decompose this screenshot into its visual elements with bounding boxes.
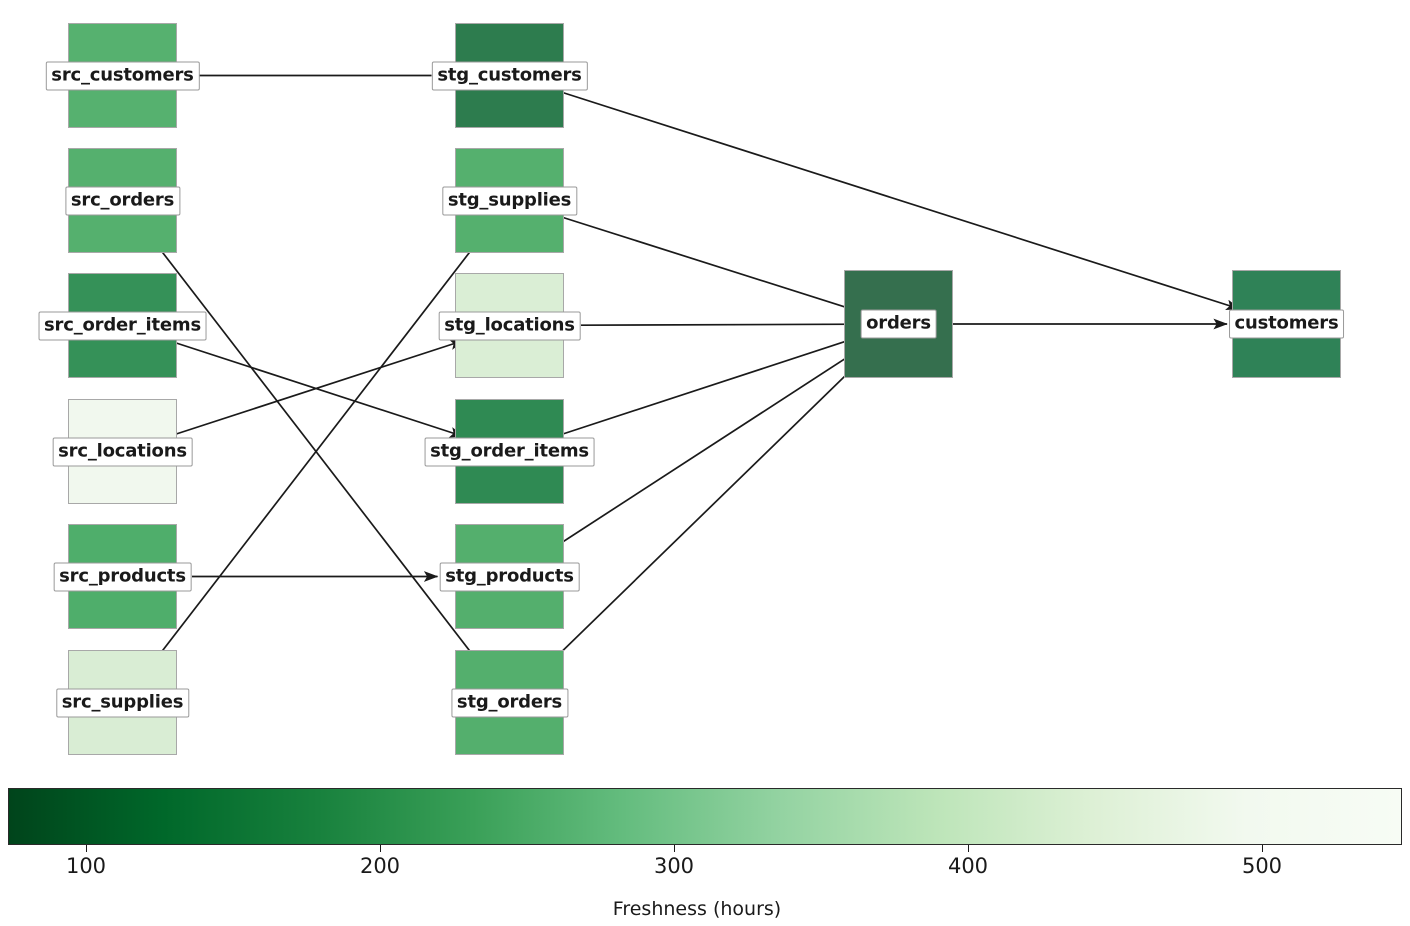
node-label-stg_orders[interactable]: stg_orders (450, 688, 569, 717)
edge-src_locations-to-stg_locations (166, 339, 465, 438)
edge-paths (133, 74, 1241, 689)
node-label-stg_products[interactable]: stg_products (439, 562, 580, 591)
colorbar-tick-400 (968, 845, 970, 852)
node-label-src_customers[interactable]: src_customers (45, 61, 200, 90)
node-label-customers[interactable]: customers (1228, 309, 1345, 339)
edge-stg_order_items-to-orders (553, 336, 860, 438)
edge-stg_supplies-to-orders (554, 214, 860, 313)
node-label-stg_customers[interactable]: stg_customers (431, 61, 588, 90)
colorbar-tick-200 (380, 845, 382, 852)
colorbar-tick-label-500: 500 (1241, 854, 1283, 878)
colorbar-tick-label-200: 200 (359, 854, 401, 878)
edge-stg_locations-to-orders (580, 318, 860, 330)
node-label-orders[interactable]: orders (860, 309, 937, 339)
node-label-src_supplies[interactable]: src_supplies (55, 688, 190, 717)
colorbar-tick-label-100: 100 (65, 854, 107, 878)
node-label-src_orders[interactable]: src_orders (64, 186, 181, 215)
colorbar-tick-100 (86, 845, 88, 852)
node-label-src_products[interactable]: src_products (53, 562, 192, 591)
colorbar-tick-label-400: 400 (947, 854, 989, 878)
node-label-stg_order_items[interactable]: stg_order_items (424, 437, 595, 466)
colorbar-axis-label: Freshness (hours) (612, 898, 782, 920)
colorbar-tick-300 (674, 845, 676, 852)
colorbar-tick-500 (1262, 845, 1264, 852)
edge-src_order_items-to-stg_order_items (166, 339, 465, 438)
colorbar-gradient (8, 788, 1402, 845)
node-label-stg_supplies[interactable]: stg_supplies (441, 186, 578, 215)
node-label-stg_locations[interactable]: stg_locations (438, 311, 581, 340)
node-label-src_order_items[interactable]: src_order_items (38, 311, 207, 340)
colorbar-tick-label-300: 300 (653, 854, 695, 878)
edge-stg_orders-to-orders (523, 338, 884, 689)
node-label-src_locations[interactable]: src_locations (52, 437, 193, 466)
colorbar: 100 200 300 400 500 (8, 788, 1402, 878)
